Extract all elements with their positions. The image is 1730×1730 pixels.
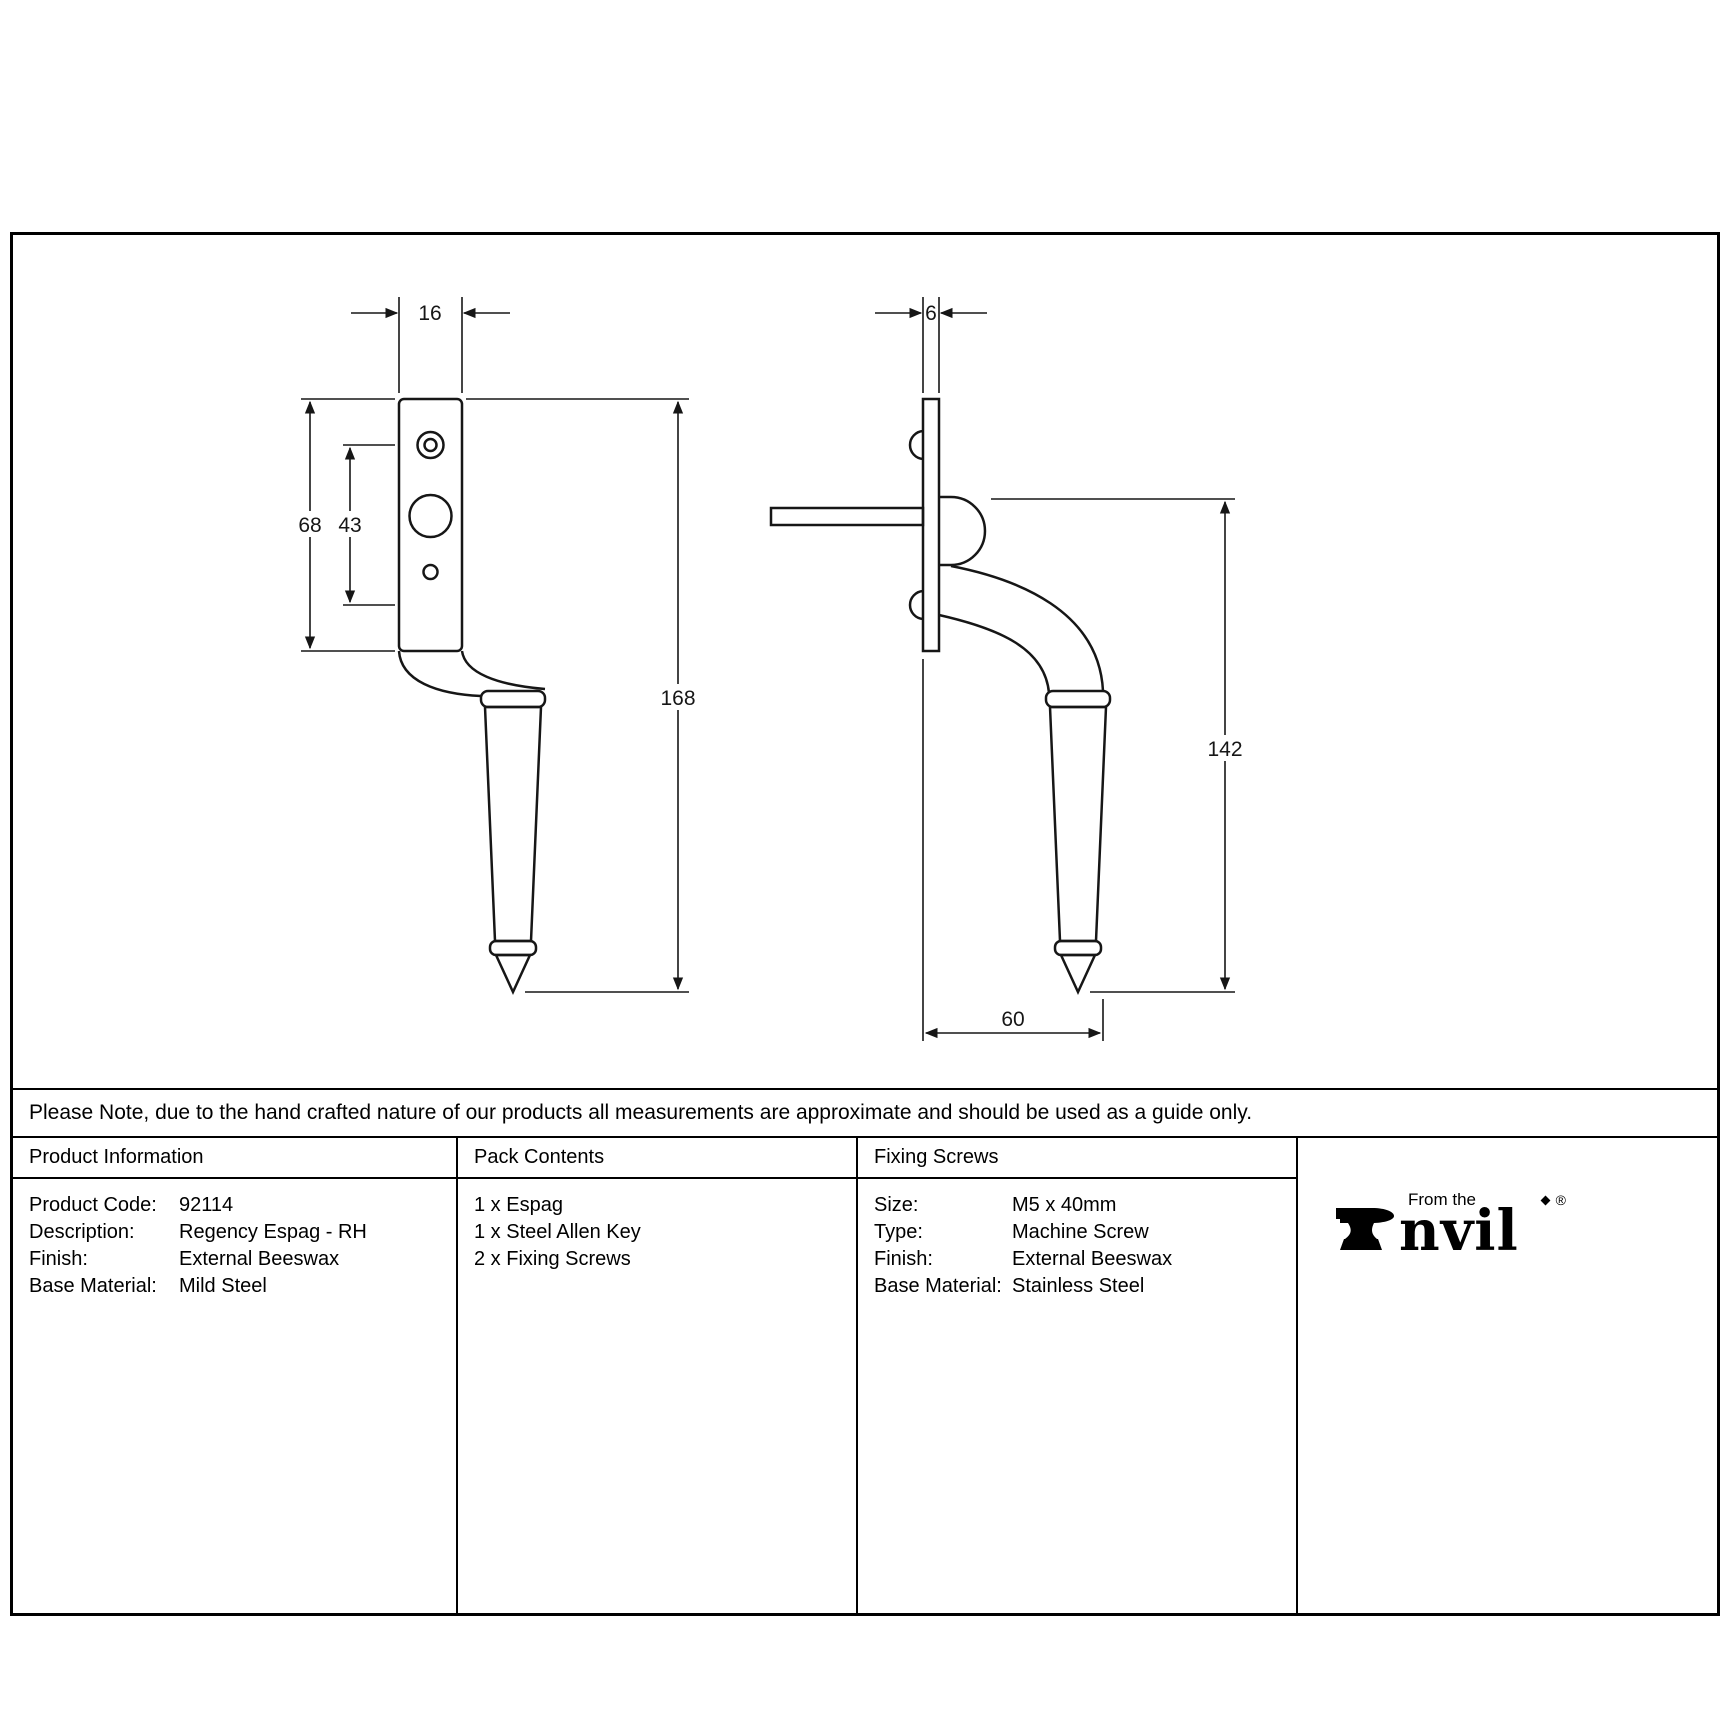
spec-row-screw-base-material: Base Material: Stainless Steel — [874, 1273, 1296, 1300]
spec-row-type: Type: Machine Screw — [874, 1219, 1296, 1246]
anvil-logo: From the ® nvil — [1334, 1190, 1566, 1613]
spec-value: External Beeswax — [179, 1248, 340, 1270]
spec-value: Regency Espag - RH — [179, 1221, 367, 1243]
spec-row-base-material: Base Material: Mild Steel — [29, 1273, 456, 1300]
spec-sheet-border: 16 68 43 168 6 142 60 Please Note, due t… — [10, 232, 1720, 1616]
fixing-screws-column: Fixing Screws Size: M5 x 40mm Type: Mach… — [858, 1138, 1298, 1613]
spec-label: Type: — [874, 1221, 923, 1243]
spec-value: Machine Screw — [1012, 1221, 1149, 1243]
fixing-screws-header: Fixing Screws — [858, 1138, 1296, 1179]
spec-value: 92114 — [179, 1194, 234, 1216]
dim-front-overall-height: 168 — [660, 687, 695, 710]
spec-value: Stainless Steel — [1012, 1275, 1145, 1297]
logo-from-the-text: From the — [1408, 1190, 1477, 1209]
technical-drawing: 16 68 43 168 6 142 60 — [13, 235, 1717, 1088]
product-information-header: Product Information — [13, 1138, 456, 1179]
dim-front-plate-height: 68 — [298, 514, 321, 537]
technical-drawing-svg: 16 68 43 168 6 142 60 — [294, 297, 1246, 1041]
spec-row-finish: Finish: External Beeswax — [29, 1246, 456, 1273]
anvil-icon — [1336, 1208, 1394, 1250]
spec-label: Description: — [29, 1221, 135, 1243]
spec-row-product-code: Product Code: 92114 — [29, 1192, 456, 1219]
spec-row-size: Size: M5 x 40mm — [874, 1192, 1296, 1219]
spec-label: Base Material: — [874, 1275, 1002, 1297]
dim-front-fixing-centres: 43 — [338, 514, 361, 537]
spec-row-description: Description: Regency Espag - RH — [29, 1219, 456, 1246]
logo-column: From the ® nvil — [1298, 1138, 1717, 1613]
pack-item: 2 x Fixing Screws — [474, 1248, 631, 1270]
front-view-outline — [397, 397, 547, 995]
dim-side-handle-height: 142 — [1207, 738, 1242, 761]
spec-value: External Beeswax — [1012, 1248, 1173, 1270]
spec-label: Product Code: — [29, 1194, 157, 1216]
pack-item: 1 x Espag — [474, 1194, 563, 1216]
dimension-labels: 16 68 43 168 6 142 60 — [294, 302, 1246, 1031]
dim-front-plate-width: 16 — [418, 302, 441, 325]
spec-label: Finish: — [29, 1248, 88, 1270]
dim-side-plate-thickness: 6 — [925, 302, 937, 325]
registered-trademark-symbol: ® — [1555, 1192, 1566, 1208]
spec-label: Size: — [874, 1194, 919, 1216]
product-information-column: Product Information Product Code: 92114 … — [13, 1138, 458, 1613]
product-info-table: Product Information Product Code: 92114 … — [13, 1136, 1717, 1613]
pack-item: 1 x Steel Allen Key — [474, 1221, 641, 1243]
spec-label: Base Material: — [29, 1275, 157, 1297]
measurement-note: Please Note, due to the hand crafted nat… — [13, 1088, 1717, 1136]
dim-side-projection: 60 — [1001, 1008, 1024, 1031]
side-view-outline — [769, 397, 1112, 995]
spec-row-screw-finish: Finish: External Beeswax — [874, 1246, 1296, 1273]
spec-value: Mild Steel — [179, 1275, 267, 1297]
pack-contents-column: Pack Contents 1 x Espag 1 x Steel Allen … — [458, 1138, 858, 1613]
logo-brand-text: nvil — [1399, 1198, 1519, 1265]
pack-contents-header: Pack Contents — [458, 1138, 856, 1179]
spec-label: Finish: — [874, 1248, 933, 1270]
dimension-lines — [301, 297, 1235, 1041]
spec-value: M5 x 40mm — [1012, 1194, 1117, 1216]
